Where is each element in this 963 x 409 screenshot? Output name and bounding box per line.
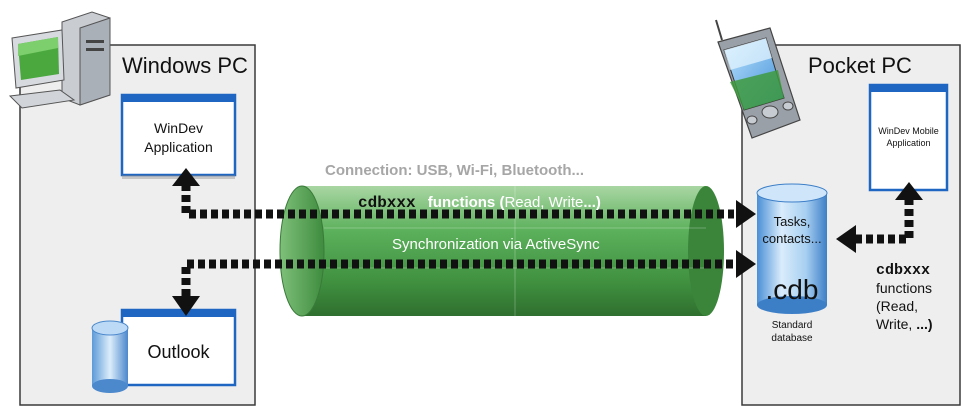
upper-arrowhead-right <box>736 200 756 228</box>
mobile-sync-arrow <box>856 198 914 244</box>
sync-label: Synchronization via ActiveSync <box>392 236 600 253</box>
mobile-functions-line1: functions <box>876 280 933 296</box>
pipe-functions-pre: functions ( <box>427 194 505 211</box>
mobile-functions-ellipsis: ...) <box>916 316 933 332</box>
mobile-functions-line2: (Read, <box>876 298 919 314</box>
windev-app-label-line2: Application <box>144 139 213 155</box>
desktop-computer-icon <box>8 11 111 109</box>
pipe-functions-post: ...) <box>583 194 601 211</box>
windev-app-label-line1: WinDev <box>153 120 203 136</box>
upper-arrowhead-up <box>172 168 200 186</box>
db-extension-label: .cdb <box>765 274 819 305</box>
outlook-database-icon <box>91 320 129 393</box>
outlook-label: Outlook <box>147 342 210 362</box>
pocket-pc-title: Pocket PC <box>808 53 912 78</box>
windev-mobile-app-label-line1: WinDev Mobile <box>878 126 939 136</box>
db-caption-line1: Standard <box>771 320 813 331</box>
windev-mobile-app-label-line2: Application <box>886 138 931 148</box>
connection-pipe <box>279 185 724 317</box>
outlook-window <box>120 308 237 387</box>
mobile-functions-code: cdbxxx <box>876 262 931 279</box>
db-caption-line2: database <box>771 333 813 344</box>
mobile-functions-line3: Write, ...) <box>876 316 933 332</box>
pipe-functions-code: cdbxxx <box>358 194 416 212</box>
mobile-arrowhead-left <box>836 225 856 253</box>
cdb-database-cylinder <box>756 183 828 314</box>
pipe-functions-label: cdbxxx functions (Read, Write...) <box>358 194 601 212</box>
windev-application-window <box>120 93 237 179</box>
mobile-functions-write: Write, <box>876 316 917 332</box>
lower-arrowhead-down <box>172 296 200 316</box>
windows-pc-title: Windows PC <box>122 53 248 78</box>
connection-label: Connection: USB, Wi-Fi, Bluetooth... <box>325 162 584 179</box>
pocket-pc-device-icon <box>715 19 801 139</box>
db-content-line1: Tasks, <box>773 214 811 229</box>
pipe-functions-read-write: Read, Write <box>504 194 584 211</box>
mobile-arrowhead-up <box>895 182 923 200</box>
windev-mobile-application-window <box>868 83 949 192</box>
lower-sync-arrow <box>181 259 734 296</box>
db-content-line2: contacts... <box>762 231 822 246</box>
lower-arrowhead-right <box>736 250 756 278</box>
